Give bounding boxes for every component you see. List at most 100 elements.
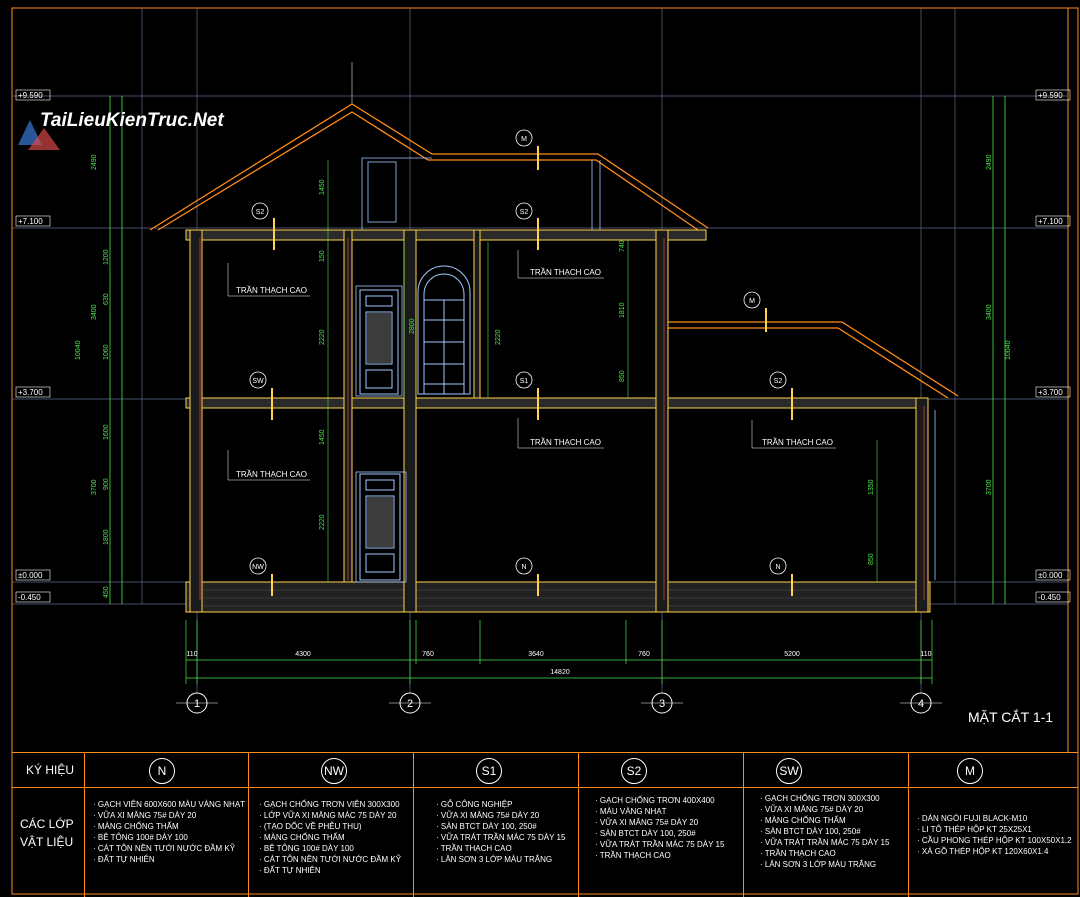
ceiling-label-3: TRẦN THẠCH CAO	[762, 437, 833, 447]
dim-right-0: 2490	[986, 154, 993, 170]
axis-2: 2	[407, 698, 413, 710]
legend-items-nw: · GẠCH CHỐNG TRƠN VIÊN 300X300 · LỚP VỮA…	[259, 799, 401, 876]
callout-7: NW	[252, 564, 264, 571]
idim-6: 1810	[619, 302, 626, 318]
legend-item: · XÀ GỒ THÉP HỘP KT 120X60X1.4	[917, 847, 1049, 856]
level-right-3: ±0.000	[1038, 571, 1063, 580]
idim-7: 850	[619, 370, 626, 382]
legend-items-s2: · GẠCH CHỐNG TRƠN 400X400 · MÀU VÀNG NHẠ…	[595, 795, 724, 861]
dim-left-5: 1600	[103, 424, 110, 440]
callout-8: N	[521, 564, 526, 571]
idim-8: 1450	[319, 429, 326, 445]
legend-item: · VỮA TRÁT TRẦN MÁC 75 DÀY 15	[760, 838, 890, 847]
total-dim: 14820	[550, 669, 570, 676]
legend-item: · ĐẤT TỰ NHIÊN	[259, 866, 321, 875]
dim-left-1: 1200	[103, 249, 110, 265]
legend-header-row: KÝ HIỆU N NW S1 S2 SW M	[12, 753, 1078, 788]
ceiling-label-0: TRẦN THẠCH CAO	[236, 285, 307, 295]
legend-items-m: · DÁN NGÓI FUJI BLACK-M10 · LI TÔ THÉP H…	[917, 813, 1072, 857]
dim-left-0: 2490	[91, 154, 98, 170]
legend-items-sw: · GẠCH CHỐNG TRƠN 300X300 · VỮA XI MĂNG …	[760, 793, 889, 870]
callout-3: M	[749, 298, 755, 305]
legend-item: · CÁT TÔN NỀN TƯỚI NƯỚC ĐẦM KỸ	[93, 844, 236, 853]
legend-item: · VỮA XI MĂNG 75# DÀY 20	[595, 818, 699, 827]
idim-2: 2220	[319, 329, 326, 345]
legend-symbol-m: M	[957, 758, 983, 784]
hdim-4: 760	[638, 651, 650, 658]
idim-0: 1450	[319, 179, 326, 195]
legend-item: · CÁT TÔN NỀN TƯỚI NƯỚC ĐẦM KỸ	[259, 855, 402, 864]
legend-symbol-sw: SW	[776, 758, 802, 784]
legend-item: · SÀN BTCT DÀY 100, 250#	[595, 829, 696, 838]
legend-item: · MÀNG CHỐNG THẤM	[259, 833, 345, 842]
axis-4: 4	[918, 698, 924, 710]
level-left-1: +7.100	[18, 217, 43, 226]
callout-1: S2	[256, 209, 265, 216]
idim-1: 150	[319, 250, 326, 262]
legend-item: · LĂN SƠN 3 LỚP MÀU TRẮNG	[436, 855, 553, 864]
hdim-2: 760	[422, 651, 434, 658]
ceiling-label-2: TRẦN THẠCH CAO	[530, 437, 601, 447]
legend-item: · TRẦN THẠCH CAO	[760, 849, 836, 858]
legend-layers-header: CÁC LỚP VẬT LIỆU	[20, 817, 74, 849]
legend-item: · DÁN NGÓI FUJI BLACK-M10	[917, 814, 1028, 823]
legend-item: · VỮA TRÁT TRẦN MÁC 75 DÀY 15	[595, 840, 725, 849]
materials-legend: KÝ HIỆU N NW S1 S2 SW M CÁC LỚP VẬT LIỆU…	[12, 752, 1078, 897]
ceiling-label-4: TRẦN THẠCH CAO	[236, 469, 307, 479]
idim-4: 2220	[495, 329, 502, 345]
idim-3: 2800	[409, 318, 416, 334]
legend-item: · BÊ TÔNG 100# DÀY 100	[259, 844, 354, 853]
legend-symbol-s1: S1	[476, 758, 502, 784]
axis-1: 1	[194, 698, 200, 710]
callout-2: S2	[520, 209, 529, 216]
legend-item: · LỚP VỮA XI MĂNG MÁC 75 DÀY 20	[259, 811, 397, 820]
hdim-3: 3640	[528, 651, 544, 658]
level-left-3: ±0.000	[18, 571, 43, 580]
callout-9: N	[775, 564, 780, 571]
ceiling-label-1: TRẦN THẠCH CAO	[530, 267, 601, 277]
legend-symbol-s2: S2	[621, 758, 647, 784]
legend-item: · SÀN BTCT DÀY 100, 250#	[436, 822, 537, 831]
watermark-logo: TaiLieuKienTruc.Net	[18, 110, 224, 150]
legend-item: · LI TÔ THÉP HỘP KT 25X25X1	[917, 825, 1032, 834]
dim-left-3: 3400	[91, 304, 98, 320]
legend-symbol-n: N	[149, 758, 175, 784]
dim-left-7: 3700	[91, 479, 98, 495]
legend-body-row: CÁC LỚP VẬT LIỆU · GẠCH VIÊN 600X600 MÀU…	[12, 787, 1078, 897]
level-right-1: +7.100	[1038, 217, 1063, 226]
legend-item: · VỮA TRÁT TRẦN MÁC 75 DÀY 15	[436, 833, 566, 842]
callout-5: S1	[520, 378, 529, 385]
dim-left-8: 1800	[103, 529, 110, 545]
watermark-brand: TaiLieuKienTruc.Net	[40, 110, 224, 131]
legend-item: · GẠCH VIÊN 600X600 MÀU VÀNG NHẠT	[93, 800, 246, 809]
dim-right-3: 3700	[986, 479, 993, 495]
dim-left-10: 450	[103, 586, 110, 598]
hdim-1: 4300	[295, 651, 311, 658]
dim-left-9: 10040	[75, 340, 82, 360]
legend-item: · (TẠO DỐC VỀ PHỄU THU)	[259, 822, 362, 831]
legend-item: · CẦU PHONG THÉP HỘP KT 100X50X1.2	[917, 836, 1072, 845]
legend-items-s1: · GỖ CÔNG NGHIỆP · VỮA XI MĂNG 75# DÀY 2…	[436, 799, 565, 865]
dim-right-1: 3400	[986, 304, 993, 320]
legend-symbol-header: KÝ HIỆU	[26, 763, 75, 777]
idim-11: 850	[868, 553, 875, 565]
legend-item: · VỮA XI MĂNG 75# DÀY 20	[436, 811, 540, 820]
drawing-title: MẶT CẮT 1-1	[968, 708, 1053, 725]
legend-item: · MÀNG CHỐNG THẤM	[93, 822, 179, 831]
legend-items-n: · GẠCH VIÊN 600X600 MÀU VÀNG NHẠT · VỮA …	[93, 799, 245, 865]
legend-symbol-nw: NW	[321, 758, 347, 784]
callout-4: SW	[252, 378, 264, 385]
dim-left-6: 900	[103, 478, 110, 490]
level-left-2: +3.700	[18, 388, 43, 397]
level-left-0: +9.590	[18, 91, 43, 100]
legend-item: · LĂN SƠN 3 LỚP MÀU TRẮNG	[760, 860, 877, 869]
legend-item: · VỮA XI MĂNG 75# DÀY 20	[760, 805, 864, 814]
idim-9: 2220	[319, 514, 326, 530]
legend-item: · SÀN BTCT DÀY 100, 250#	[760, 827, 861, 836]
legend-item: · TRẦN THẠCH CAO	[436, 844, 512, 853]
level-right-0: +9.590	[1038, 91, 1063, 100]
legend-item: · ĐẤT TỰ NHIÊN	[93, 855, 155, 864]
dim-right-2: 10040	[1005, 340, 1012, 360]
callout-0: M	[521, 136, 527, 143]
